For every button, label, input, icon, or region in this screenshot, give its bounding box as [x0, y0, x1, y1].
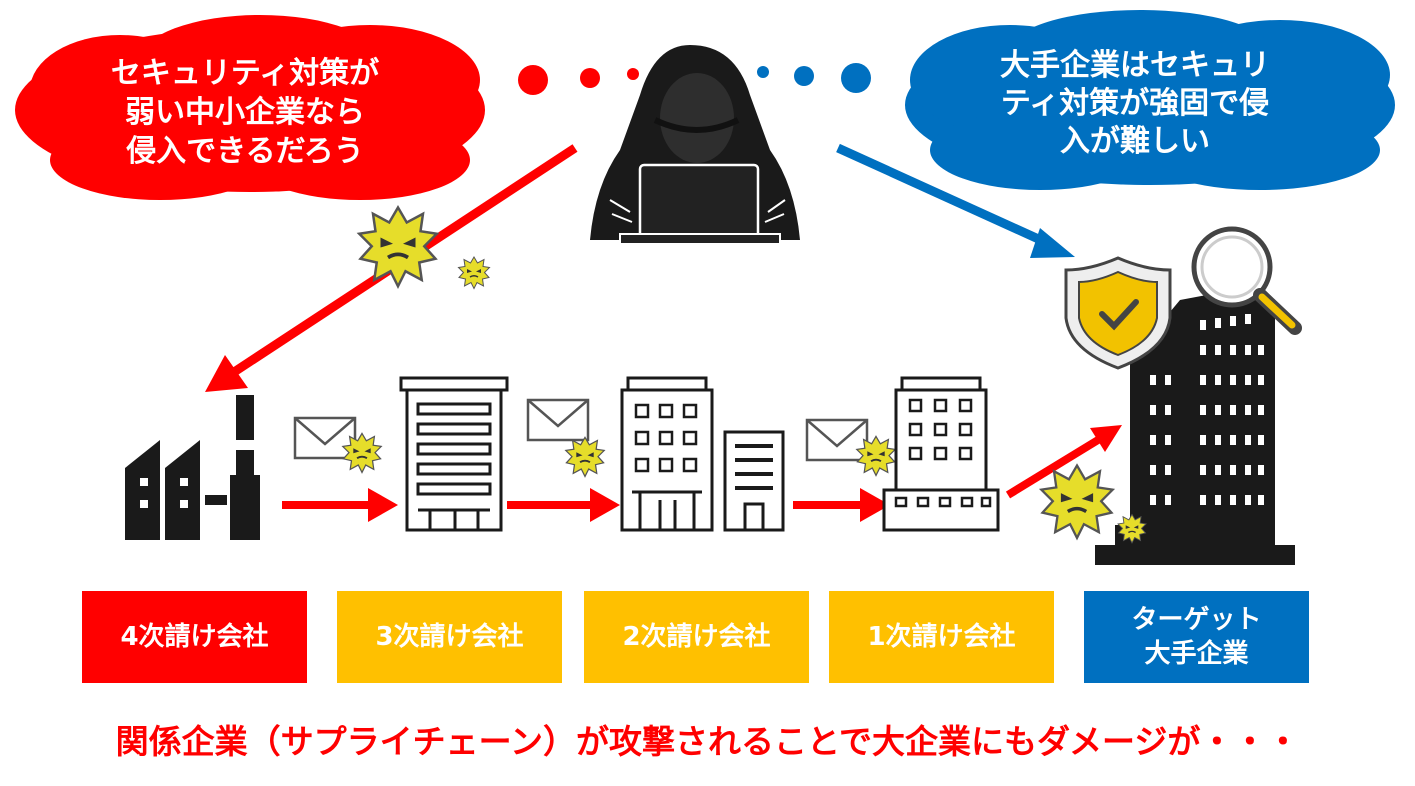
- email-icon: [805, 418, 869, 462]
- left-bubble-line-2: 弱い中小企業なら: [125, 95, 365, 130]
- thought-dot: [757, 66, 769, 78]
- right-bubble-line-1: 大手企業はセキュリ: [1000, 48, 1270, 83]
- virus-icon: [564, 436, 606, 478]
- thought-dot: [794, 66, 814, 86]
- label-tier4-text: 4次請け会社: [120, 622, 269, 652]
- blocked-arrow-head: [1030, 228, 1075, 258]
- label-tier3: 3次請け会社: [337, 591, 562, 683]
- flow-arrow: [1005, 436, 1101, 499]
- label-tier3-text: 3次請け会社: [375, 622, 524, 652]
- label-target-text: ターゲット 大手企業: [1131, 605, 1262, 669]
- footer-caption: 関係企業（サプライチェーン）が攻撃されることで大企業にもダメージが・・・: [115, 722, 1300, 761]
- right-thought-bubble: 大手企業はセキュリ ティ対策が強固で侵 入が難しい: [905, 10, 1395, 190]
- label-tier4: 4次請け会社: [82, 591, 307, 683]
- left-thought-bubble: セキュリティ対策が 弱い中小企業なら 侵入できるだろう: [15, 15, 485, 200]
- thought-dot: [841, 63, 871, 93]
- label-target: ターゲット 大手企業: [1084, 591, 1309, 683]
- left-bubble-line-1: セキュリティ対策が: [111, 56, 379, 91]
- magnifier-icon: [1191, 226, 1302, 335]
- virus-icon: [357, 205, 439, 289]
- target-building-icon: [1095, 285, 1295, 565]
- label-tier1-text: 1次請け会社: [867, 622, 1016, 652]
- building-icon: [882, 376, 1000, 532]
- attack-arrow-head: [205, 355, 248, 392]
- flow-arrow-head: [590, 488, 620, 522]
- building-icon: [620, 376, 785, 532]
- right-bubble-line-2: ティ対策が強固で侵: [1001, 86, 1269, 121]
- building-icon: [399, 376, 509, 532]
- right-bubble-line-3: 入が難しい: [1060, 124, 1210, 159]
- hacker-icon: [590, 45, 800, 245]
- flow-arrow-head: [860, 488, 890, 522]
- flow-arrow-head: [1090, 425, 1122, 452]
- factory-icon: [125, 395, 266, 540]
- thought-dot: [627, 68, 639, 80]
- label-tier2: 2次請け会社: [584, 591, 809, 683]
- virus-icon: [457, 256, 491, 290]
- thought-dot: [518, 65, 548, 95]
- thought-dot: [580, 68, 600, 88]
- label-tier1: 1次請け会社: [829, 591, 1054, 683]
- blocked-arrow: [836, 143, 1047, 247]
- virus-icon: [1039, 463, 1115, 540]
- email-icon: [293, 416, 357, 460]
- email-icon: [526, 398, 590, 442]
- flow-arrow-head: [368, 488, 398, 522]
- label-tier2-text: 2次請け会社: [622, 622, 771, 652]
- left-bubble-line-3: 侵入できるだろう: [125, 134, 364, 169]
- shield-check-icon: [1064, 256, 1172, 370]
